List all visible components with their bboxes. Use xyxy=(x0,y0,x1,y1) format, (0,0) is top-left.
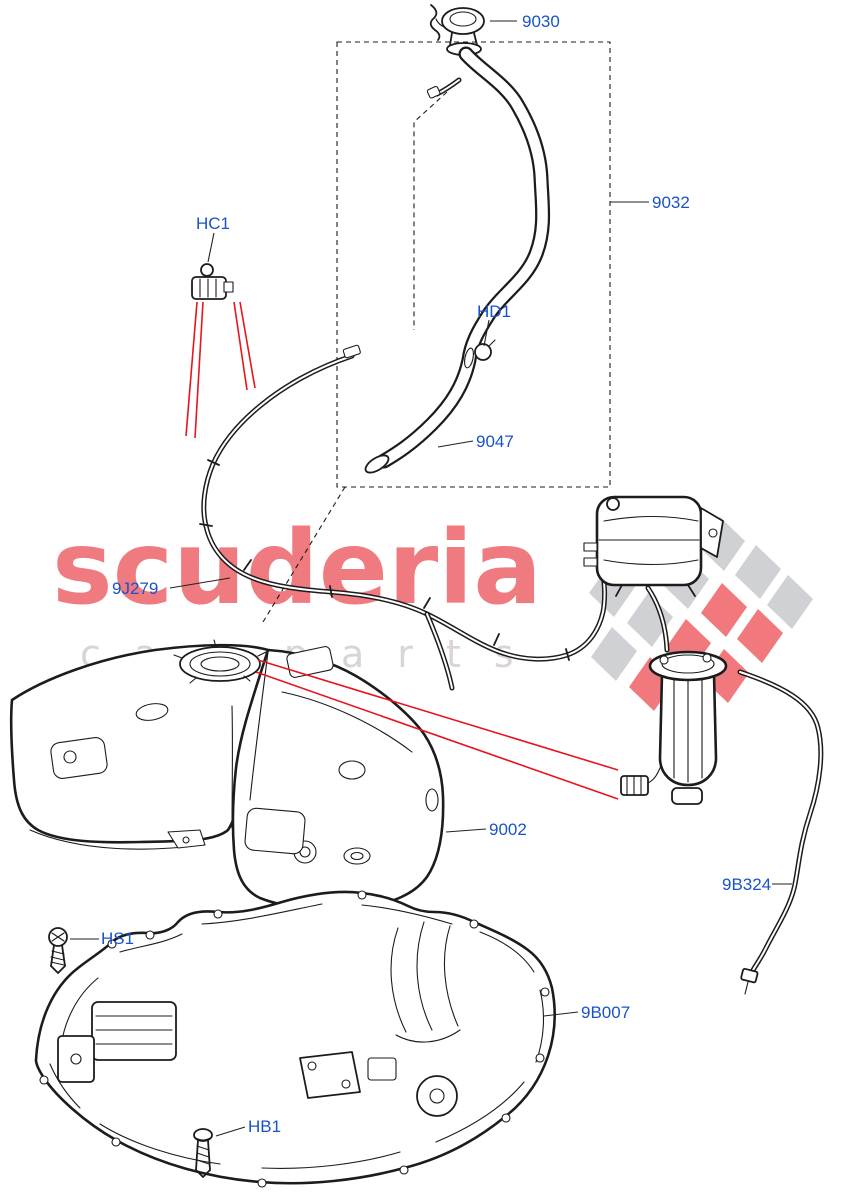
vapor-pipe-drawing xyxy=(737,669,824,995)
part-label-hs1: HS1 xyxy=(101,929,135,948)
hd1-clamp-icon xyxy=(474,343,492,361)
part-label-9002: 9002 xyxy=(489,820,527,839)
part-label-9b324: 9B324 xyxy=(722,875,772,894)
part-label-9032: 9032 xyxy=(652,193,690,212)
part-label-hb1: HB1 xyxy=(248,1117,282,1136)
detail-box-outline xyxy=(262,41,611,623)
leader-lines xyxy=(70,20,792,1137)
canister-drawing xyxy=(583,495,724,597)
filler-cap-drawing xyxy=(429,4,485,56)
part-label-hd1: HD1 xyxy=(477,302,512,321)
part-label-hc1: HC1 xyxy=(196,214,231,233)
part-label-9047: 9047 xyxy=(476,432,514,451)
hc1-clip-drawing xyxy=(191,232,234,300)
part-label-9j279: 9J279 xyxy=(112,579,159,598)
filler-pipe-drawing xyxy=(364,46,551,474)
fuel-pump-drawing xyxy=(620,650,728,805)
shield-drawing xyxy=(34,890,556,1188)
fuel-line-drawing xyxy=(199,344,670,691)
bolt-drawing xyxy=(193,1128,213,1178)
part-label-9030: 9030 xyxy=(522,12,560,31)
part-label-9b007: 9B007 xyxy=(581,1003,631,1022)
screw-drawing xyxy=(48,927,68,974)
watermark-title: scuderia xyxy=(52,509,543,628)
fuel-tank-drawing xyxy=(9,639,445,911)
red-reference-lines xyxy=(185,301,619,800)
